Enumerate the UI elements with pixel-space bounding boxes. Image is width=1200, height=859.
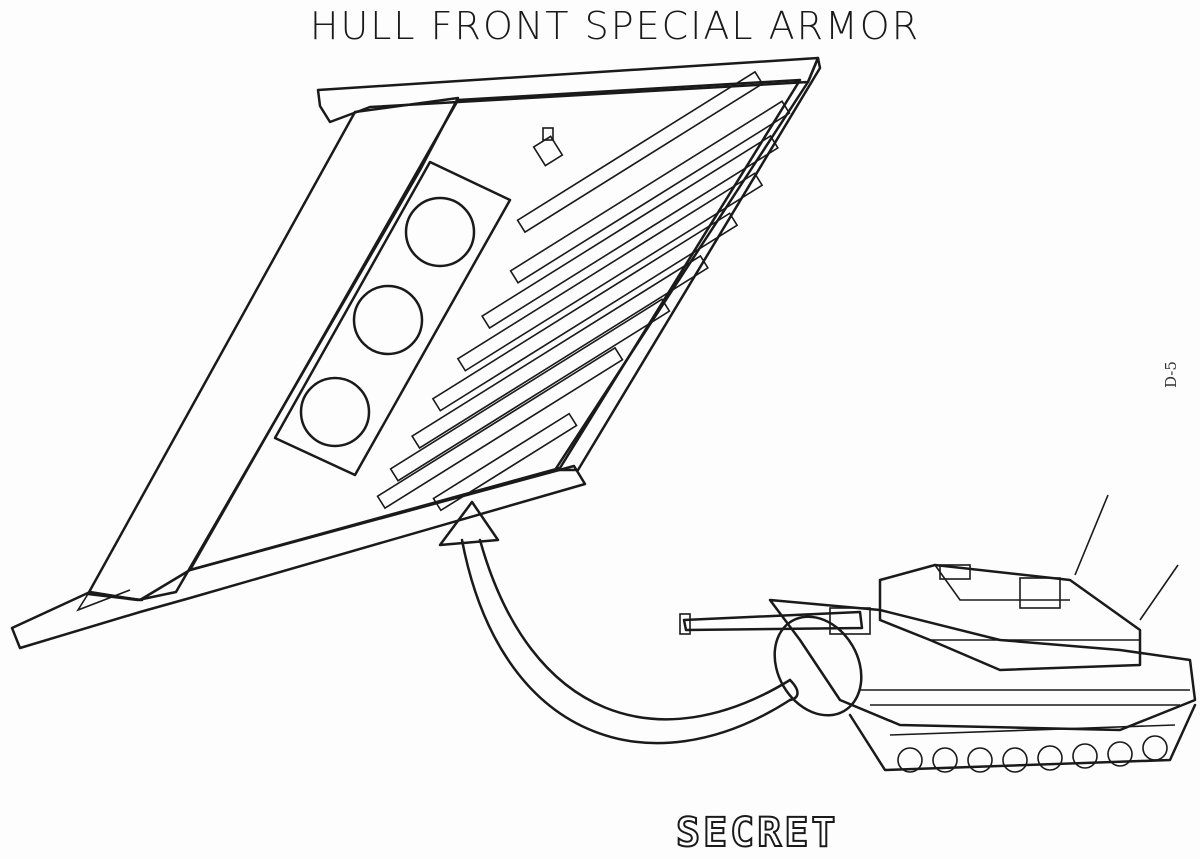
tank-drawing	[679, 494, 1197, 773]
armor-plate	[432, 412, 578, 512]
tank-hull	[768, 598, 1197, 732]
plate-hole-3	[299, 376, 371, 448]
road-wheel	[897, 747, 923, 773]
armor-plate	[389, 298, 671, 482]
plate-mount-block	[532, 127, 564, 167]
road-wheel	[1002, 747, 1028, 773]
armor-plate	[376, 346, 624, 510]
pointer-arrow	[438, 500, 799, 745]
road-wheel	[967, 747, 993, 773]
magnified-hull-region	[773, 615, 863, 717]
backing-slab	[76, 96, 460, 612]
tank-antenna	[1139, 564, 1179, 621]
tank-antenna	[1074, 494, 1109, 576]
tank-turret	[878, 563, 1142, 672]
plate-hole-1	[404, 196, 476, 268]
road-wheel	[1107, 741, 1133, 767]
armor-plate-stack	[376, 70, 791, 512]
outer-casing-top	[316, 56, 820, 124]
diagram-title: HULL FRONT SPECIAL ARMOR	[309, 4, 921, 48]
road-wheel	[1142, 735, 1168, 761]
outer-casing-right	[553, 56, 822, 472]
armor-plate	[481, 134, 779, 330]
armor-plate	[456, 172, 764, 372]
armor-plate	[431, 212, 739, 412]
perforated-plate	[273, 160, 512, 477]
road-wheel	[1072, 743, 1098, 769]
armor-plate	[516, 70, 764, 234]
classification-marking: SECRET	[675, 809, 839, 857]
armor-plate	[509, 100, 791, 284]
outer-casing-bottom	[10, 464, 587, 650]
plate-hole-2	[352, 284, 424, 356]
inner-cavity	[188, 78, 802, 572]
road-wheel	[1037, 745, 1063, 771]
page-number: D-5	[1162, 361, 1180, 388]
tank-tracks	[848, 703, 1197, 773]
armor-plate	[411, 254, 709, 450]
road-wheel	[932, 747, 958, 773]
